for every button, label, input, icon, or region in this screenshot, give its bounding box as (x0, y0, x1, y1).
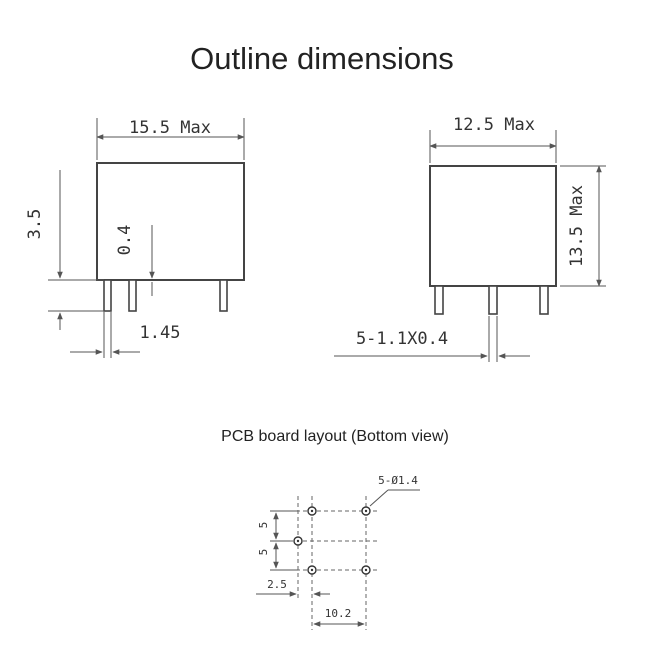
page-title: Outline dimensions (190, 41, 454, 76)
side-height-label: 13.5 Max (567, 185, 587, 267)
pin (103, 279, 112, 312)
pin (434, 285, 444, 315)
pin (128, 279, 137, 312)
pcb-pitch-label-2: 5 (257, 549, 270, 556)
pcb-offset-label: 2.5 (267, 578, 287, 591)
pcb-pitch-label-1: 5 (257, 522, 270, 529)
front-view: 15.5 Max 3.5 0.4 1.45 (25, 118, 245, 358)
pin (219, 279, 228, 312)
pcb-layout: 5-Ø1.4 5 5 2.5 10.2 (256, 474, 420, 630)
side-view: 12.5 Max 13.5 Max 5-1.1X0.4 (334, 115, 606, 362)
front-pin-length-label: 3.5 (25, 209, 45, 240)
relay-body-front (96, 162, 245, 281)
front-pin-pitch-label: 1.45 (140, 323, 181, 343)
front-width-label: 15.5 Max (129, 118, 211, 138)
pcb-spacing-label: 10.2 (325, 607, 352, 620)
side-pin-size-label: 5-1.1X0.4 (356, 329, 448, 349)
relay-body-side (429, 165, 557, 287)
pin (488, 285, 498, 315)
pin (539, 285, 549, 315)
pcb-hole-label: 5-Ø1.4 (378, 474, 418, 487)
side-width-label: 12.5 Max (453, 115, 535, 135)
front-pin-thickness-label: 0.4 (115, 225, 135, 256)
pcb-layout-title: PCB board layout (Bottom view) (221, 428, 449, 445)
